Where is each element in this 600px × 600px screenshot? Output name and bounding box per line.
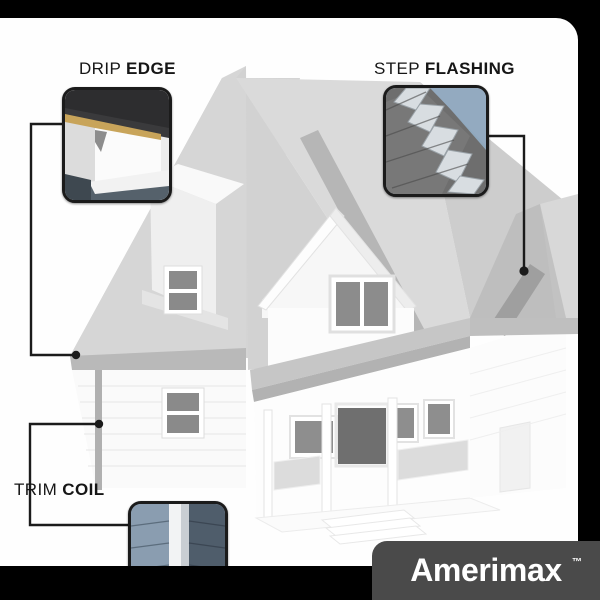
label-word-bold: FLASHING bbox=[424, 59, 515, 78]
trademark-symbol: ™ bbox=[572, 557, 582, 568]
label-word-bold: EDGE bbox=[126, 59, 176, 78]
brand-name: Amerimax bbox=[410, 552, 562, 588]
label-word-bold: COIL bbox=[62, 480, 105, 499]
callout-thumbnail-drip-edge bbox=[62, 87, 172, 203]
content-card: DRIP EDGE STEP FLASHING TRIM COIL bbox=[0, 18, 578, 566]
leader-trim-coil bbox=[28, 422, 130, 527]
leader-lines bbox=[28, 122, 526, 527]
callout-label-trim-coil: TRIM COIL bbox=[14, 480, 105, 500]
frame-bar-right bbox=[578, 0, 600, 600]
leader-endpoints bbox=[71, 266, 529, 429]
callout-thumbnail-trim-coil bbox=[128, 501, 228, 566]
label-word-light: DRIP bbox=[79, 59, 127, 78]
label-word-light: STEP bbox=[374, 59, 425, 78]
leader-drip-edge bbox=[29, 122, 76, 357]
step-flashing-photo-icon bbox=[386, 88, 486, 194]
leader-step-flashing bbox=[481, 134, 526, 273]
drip-edge-photo-icon bbox=[65, 90, 169, 200]
callout-label-step-flashing: STEP FLASHING bbox=[374, 59, 515, 79]
leader-dot-drip-edge bbox=[71, 350, 81, 360]
callout-thumbnail-step-flashing bbox=[383, 85, 489, 197]
trim-coil-photo-icon bbox=[131, 504, 225, 566]
frame-bar-top bbox=[0, 0, 600, 18]
house-illustration bbox=[28, 66, 578, 545]
callout-label-drip-edge: DRIP EDGE bbox=[79, 59, 176, 79]
leader-dot-step-flashing bbox=[519, 266, 529, 276]
label-word-light: TRIM bbox=[14, 480, 63, 499]
leader-dot-trim-coil bbox=[94, 419, 104, 429]
brand-logo-plate: Amerimax ™ bbox=[372, 541, 600, 600]
